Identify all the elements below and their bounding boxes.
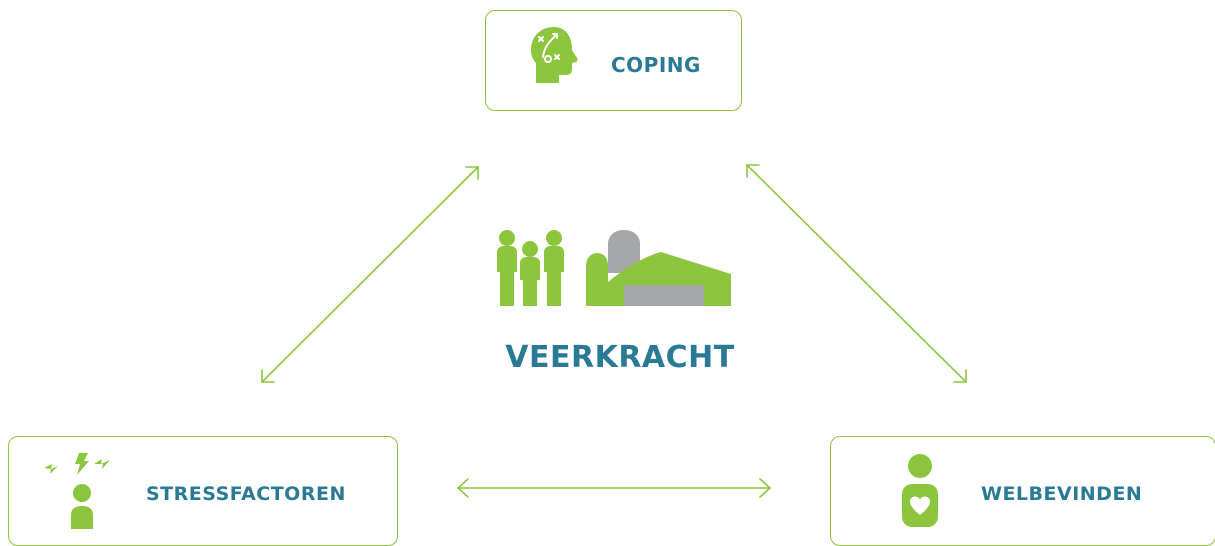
farm-icon bbox=[586, 230, 731, 306]
coping-label: COPING bbox=[611, 53, 701, 77]
welbevinden-box: WELBEVINDEN bbox=[830, 436, 1215, 546]
coping-box: COPING bbox=[485, 10, 742, 111]
welbevinden-label: WELBEVINDEN bbox=[981, 483, 1143, 505]
stressfactoren-box: STRESSFACTOREN bbox=[8, 436, 398, 546]
head-strategy-icon bbox=[531, 27, 578, 83]
family-farm-icon bbox=[497, 230, 731, 306]
arrow-coping-stressfactoren bbox=[261, 166, 479, 383]
arrow-coping-welbevinden bbox=[746, 164, 967, 383]
veerkracht-title: VEERKRACHT bbox=[505, 340, 735, 375]
stressed-person-icon bbox=[44, 453, 110, 529]
person-heart-icon bbox=[902, 454, 938, 527]
family-icon bbox=[497, 230, 564, 306]
arrow-stressfactoren-welbevinden bbox=[456, 478, 772, 498]
connector-arrows bbox=[261, 164, 967, 498]
stressfactoren-label: STRESSFACTOREN bbox=[146, 483, 346, 505]
